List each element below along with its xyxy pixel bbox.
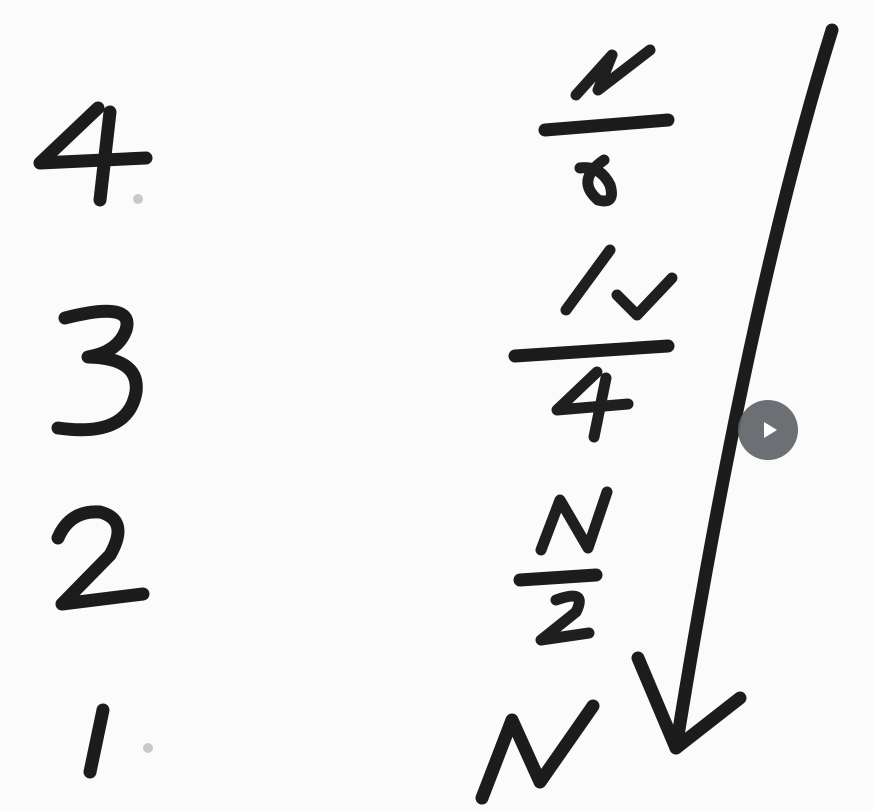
fraction-n-over-8 bbox=[538, 44, 675, 207]
down-arrow-icon bbox=[631, 23, 839, 755]
play-icon bbox=[764, 422, 777, 438]
dot-1 bbox=[143, 743, 153, 753]
fraction-n-over-2 bbox=[513, 486, 613, 646]
digit-2 bbox=[51, 505, 150, 611]
digit-1 bbox=[83, 703, 110, 779]
digit-4 bbox=[33, 101, 153, 207]
digit-3 bbox=[51, 304, 143, 437]
play-button[interactable] bbox=[738, 400, 798, 460]
dot-4 bbox=[133, 194, 143, 204]
fraction-n-over-4 bbox=[508, 244, 678, 443]
letter-n bbox=[475, 699, 600, 805]
